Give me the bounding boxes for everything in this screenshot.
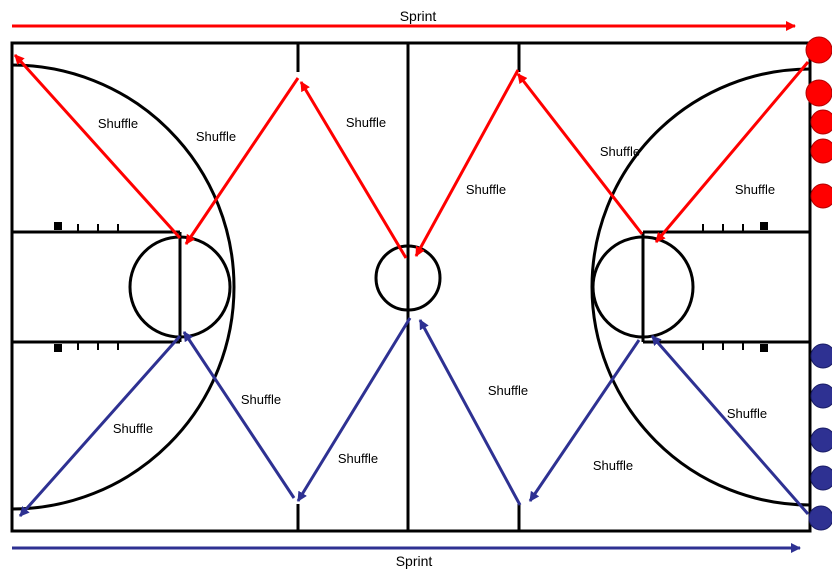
sprint-label-bottom: Sprint [396, 553, 433, 569]
blue-player-token [810, 343, 832, 369]
three-point-arc-right [590, 67, 810, 507]
free-throw-circle-right [591, 235, 695, 339]
blue-players [808, 343, 832, 531]
shuffle-label: Shuffle [196, 129, 236, 144]
block-marks [54, 222, 768, 352]
red-player-token [805, 36, 832, 64]
blue-shuffle-arrow [528, 339, 641, 502]
blue-shuffle-arrow [182, 331, 296, 499]
blue-player-token [810, 383, 832, 409]
blue-shuffle-arrow [650, 335, 810, 515]
shuffle-label: Shuffle [241, 392, 281, 407]
red-shuffle-arrow [654, 61, 810, 243]
red-shuffle-arrow [13, 53, 182, 240]
shuffle-label: Shuffle [735, 182, 775, 197]
lane-ticks [77, 224, 744, 350]
shuffle-label: Shuffle [466, 182, 506, 197]
blue-shuffle-arrow [296, 317, 412, 502]
blue-player-token [810, 465, 832, 491]
shuffle-label: Shuffle [593, 458, 633, 473]
red-player-token [805, 79, 832, 107]
shuffle-label: Shuffle [488, 383, 528, 398]
blue-player-token [808, 505, 832, 531]
red-player-token [810, 109, 832, 135]
red-player-token [810, 183, 832, 209]
shuffle-label: Shuffle [113, 421, 153, 436]
shuffle-label: Shuffle [727, 406, 767, 421]
shuffle-label: Shuffle [600, 144, 640, 159]
shuffle-labels: Shuffle Shuffle Shuffle Shuffle Shuffle … [98, 115, 775, 473]
red-shuffle-arrow [299, 81, 408, 259]
red-shuffle-arrow [516, 73, 644, 235]
shuffle-label: Shuffle [338, 451, 378, 466]
center-circle [374, 244, 442, 312]
blue-player-token [810, 427, 832, 453]
court-boundary [10, 41, 812, 533]
shuffle-label: Shuffle [346, 115, 386, 130]
blue-shuffle-path [18, 317, 810, 517]
blue-shuffle-arrow [418, 319, 522, 506]
three-point-arc-left [12, 63, 236, 511]
red-shuffle-path [13, 53, 810, 259]
red-shuffle-arrow [414, 69, 520, 257]
sprint-label-top: Sprint [400, 8, 437, 24]
shuffle-label: Shuffle [98, 116, 138, 131]
red-shuffle-arrow [184, 77, 300, 245]
blue-shuffle-arrow [18, 335, 182, 517]
red-player-token [810, 138, 832, 164]
red-players [805, 36, 832, 209]
